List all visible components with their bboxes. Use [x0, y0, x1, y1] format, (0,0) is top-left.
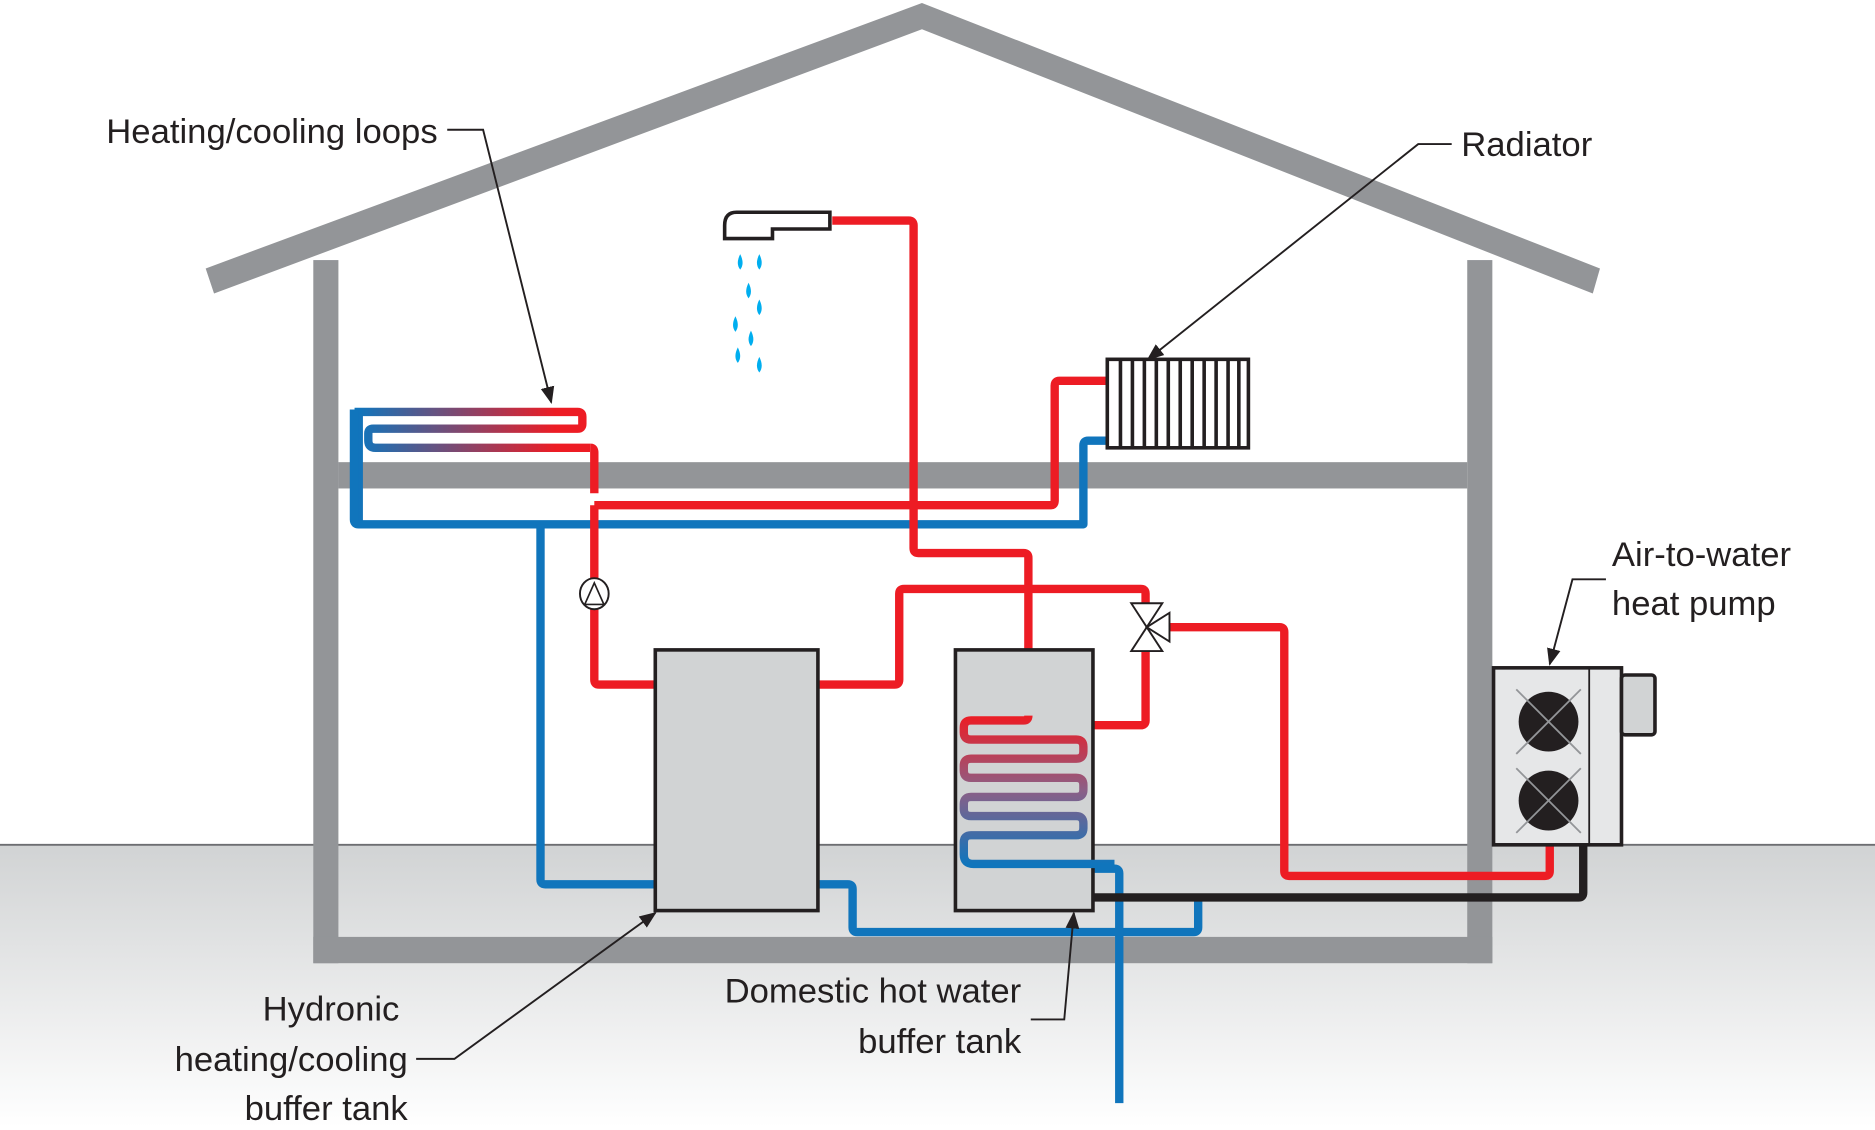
ground [0, 843, 1875, 1128]
water-drops-icon [733, 254, 762, 373]
cold-pipes [536, 524, 1203, 1104]
dhw-buffer-tank [953, 648, 1115, 913]
label-heating-cooling-loops: Heating/cooling loops [106, 113, 437, 151]
circulation-pump-icon [579, 577, 610, 611]
label-hydronic-line2: heating/cooling [175, 1041, 408, 1079]
hot-pipes [589, 216, 1554, 881]
three-way-valve-icon [1129, 602, 1171, 653]
hydronic-buffer-tank [653, 648, 820, 913]
refrigerant-line [1092, 844, 1588, 902]
label-dhw-line2: buffer tank [858, 1023, 1022, 1061]
fan-icon [1515, 688, 1582, 755]
right-wall [1467, 260, 1493, 964]
fan-icon [1515, 767, 1582, 834]
leader-lines [416, 128, 1606, 1060]
house-structure [205, 2, 1600, 964]
label-heat-pump-line2: heat pump [1612, 585, 1776, 623]
heat-pump-unit [1491, 666, 1657, 847]
label-heat-pump-line1: Air-to-water [1612, 536, 1791, 574]
label-hydronic-line1: Hydronic [263, 991, 400, 1029]
dhw-coil [959, 715, 1115, 869]
upper-floor [338, 462, 1468, 489]
basement-floor [313, 936, 1493, 964]
heating-cooling-loops [349, 407, 1108, 529]
label-hydronic-line3: buffer tank [245, 1090, 409, 1128]
left-wall [313, 260, 339, 964]
label-radiator: Radiator [1461, 126, 1592, 164]
radiator-icon [1105, 357, 1251, 450]
shower-head-icon [722, 210, 832, 241]
label-dhw-line1: Domestic hot water [725, 973, 1022, 1011]
